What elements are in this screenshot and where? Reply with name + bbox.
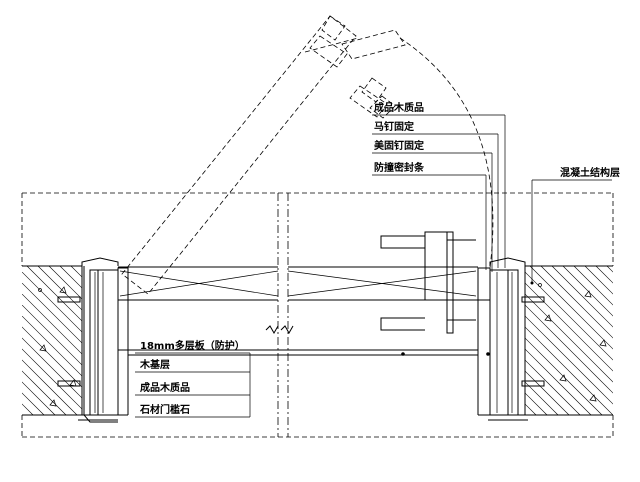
hatch-line <box>629 266 640 415</box>
label-seal-strip: 防撞密封条 <box>374 161 425 174</box>
frame-outline <box>21 192 614 438</box>
hatch-line <box>22 304 82 366</box>
hatch-line <box>22 326 82 388</box>
label-wood-base: 木基层 <box>139 358 170 371</box>
door-handle <box>380 231 476 334</box>
hatch-line <box>525 282 613 372</box>
label-staple-fixing: 马钉固定 <box>374 120 414 133</box>
break-symbol <box>265 325 294 335</box>
hatch-line <box>22 282 82 344</box>
door-leaf-open <box>121 15 494 295</box>
hatch-line <box>225 266 374 415</box>
anchor-bolts <box>57 296 545 387</box>
hatch-line <box>22 315 82 377</box>
hatch-line <box>525 326 613 415</box>
hatch-line <box>525 304 613 394</box>
annotation-labels: 成品木质品 马钉固定 美固钉固定 防撞密封条 混凝土结构层 18mm多层板（防护… <box>139 101 620 416</box>
hatch-line <box>551 266 613 328</box>
hatch-line <box>22 271 82 333</box>
hatch-line <box>22 337 82 399</box>
hatch-line <box>525 315 613 405</box>
door-frame-left <box>78 257 129 423</box>
hatch-line <box>22 403 34 415</box>
aggregate-marks <box>38 283 607 407</box>
hatch-line <box>22 348 82 410</box>
label-plywood: 18mm多层板（防护） <box>140 339 245 352</box>
hatch-line <box>525 381 559 415</box>
hatch-line <box>22 370 67 415</box>
concrete-wall-right <box>525 266 640 415</box>
hatch-line <box>37 266 82 311</box>
hatch-line <box>22 359 78 415</box>
wall-boundaries <box>22 265 613 416</box>
door-leaf-closed <box>118 266 490 356</box>
hatch-line <box>595 266 613 284</box>
hatch-line <box>525 370 570 415</box>
hatch-line <box>22 293 82 355</box>
hatch-line <box>606 266 613 273</box>
label-finished-wood: 成品木质品 <box>374 101 424 114</box>
hatch-line <box>48 266 82 300</box>
hatch-line <box>540 266 613 339</box>
hatch-line <box>525 414 526 415</box>
hatch-line <box>562 266 613 317</box>
hatch-line <box>525 348 592 415</box>
label-finished-wood-lower: 成品木质品 <box>140 381 190 394</box>
hatch-line <box>573 266 613 306</box>
hatch-line <box>525 403 537 415</box>
label-screw-fixing: 美固钉固定 <box>374 139 424 152</box>
door-frame-right <box>477 257 528 421</box>
leader-lines <box>135 114 612 418</box>
hatch-line <box>525 337 603 415</box>
label-concrete-layer: 混凝土结构层 <box>560 166 620 179</box>
hatch-line <box>22 414 23 415</box>
label-stone-threshold: 石材门槛石 <box>139 403 190 416</box>
concrete-wall-left <box>22 266 374 415</box>
hatch-line <box>525 293 613 383</box>
hatch-line <box>22 381 56 415</box>
hatch-line <box>26 266 82 322</box>
hatch-line <box>618 266 640 415</box>
hatch-line <box>584 266 613 295</box>
hatch-line <box>525 271 613 361</box>
hatch-line <box>22 392 45 415</box>
hatch-line <box>525 359 581 415</box>
